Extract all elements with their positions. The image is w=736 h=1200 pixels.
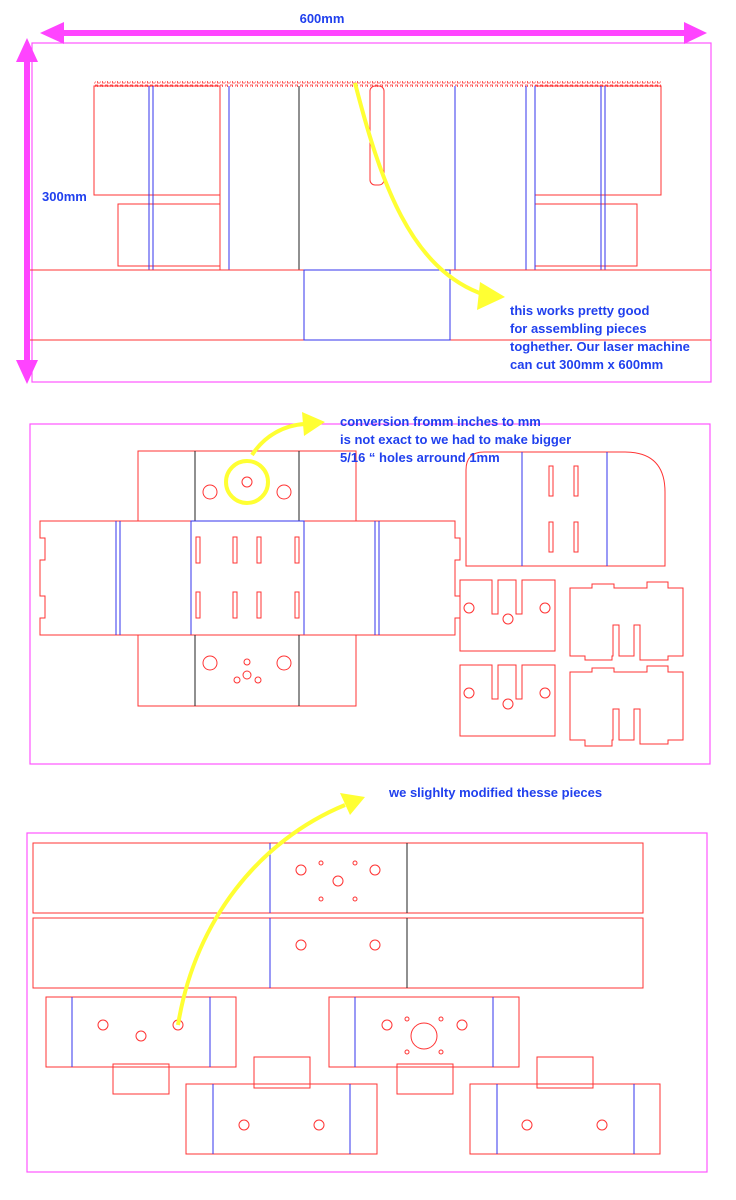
piece xyxy=(459,579,556,652)
note-3: we slighlty modified thesse pieces xyxy=(388,785,602,800)
piece xyxy=(465,451,666,567)
piece xyxy=(469,1083,661,1155)
sheet-border xyxy=(29,423,711,765)
yellow-arrow-1 xyxy=(353,82,505,310)
svg-text:for assembling pieces: for assembling pieces xyxy=(510,321,647,336)
finger-joint-edge xyxy=(94,81,661,87)
note-1: this works pretty good for assembling pi… xyxy=(510,303,690,372)
sheet-border xyxy=(26,832,708,1173)
height-label: 300mm xyxy=(42,189,87,204)
piece xyxy=(328,996,520,1068)
sheet-panel-3: we slighlty modified thesse pieces xyxy=(26,785,708,1173)
piece xyxy=(534,203,638,267)
yellow-arrow-3 xyxy=(176,793,365,1026)
svg-text:is not exact to we had to make: is not exact to we had to make bigger xyxy=(340,432,571,447)
slots xyxy=(195,536,300,619)
piece xyxy=(534,85,662,196)
piece xyxy=(32,917,644,989)
width-label: 600mm xyxy=(300,11,345,26)
fold-lines xyxy=(148,86,606,270)
piece xyxy=(93,85,221,196)
sheet-panel-2: conversion fromm inches to mm is not exa… xyxy=(29,412,711,765)
height-dimension-arrow xyxy=(16,38,38,384)
piece xyxy=(569,581,684,661)
sheet-border xyxy=(31,42,712,383)
svg-text:this works pretty good: this works pretty good xyxy=(510,303,649,318)
svg-text:conversion fromm inches to mm: conversion fromm inches to mm xyxy=(340,414,541,429)
piece xyxy=(117,203,221,267)
piece xyxy=(137,634,357,707)
note-2: conversion fromm inches to mm is not exa… xyxy=(340,414,571,465)
yellow-arrow-2 xyxy=(250,412,325,457)
width-dimension-arrow xyxy=(40,22,707,44)
svg-text:5/16 “ holes arround 1mm: 5/16 “ holes arround 1mm xyxy=(340,450,500,465)
piece xyxy=(569,665,684,747)
piece xyxy=(303,269,451,341)
sheet-panel-1: 600mm 300mm this works pretty good for a… xyxy=(16,11,712,384)
piece xyxy=(45,996,237,1068)
piece xyxy=(39,520,461,636)
svg-text:toghether. Our laser machine: toghether. Our laser machine xyxy=(510,339,690,354)
piece xyxy=(185,1083,378,1155)
svg-text:can cut 300mm x 600mm: can cut 300mm x 600mm xyxy=(510,357,663,372)
piece xyxy=(32,842,644,914)
highlight-circle xyxy=(224,459,270,505)
piece xyxy=(459,664,556,737)
